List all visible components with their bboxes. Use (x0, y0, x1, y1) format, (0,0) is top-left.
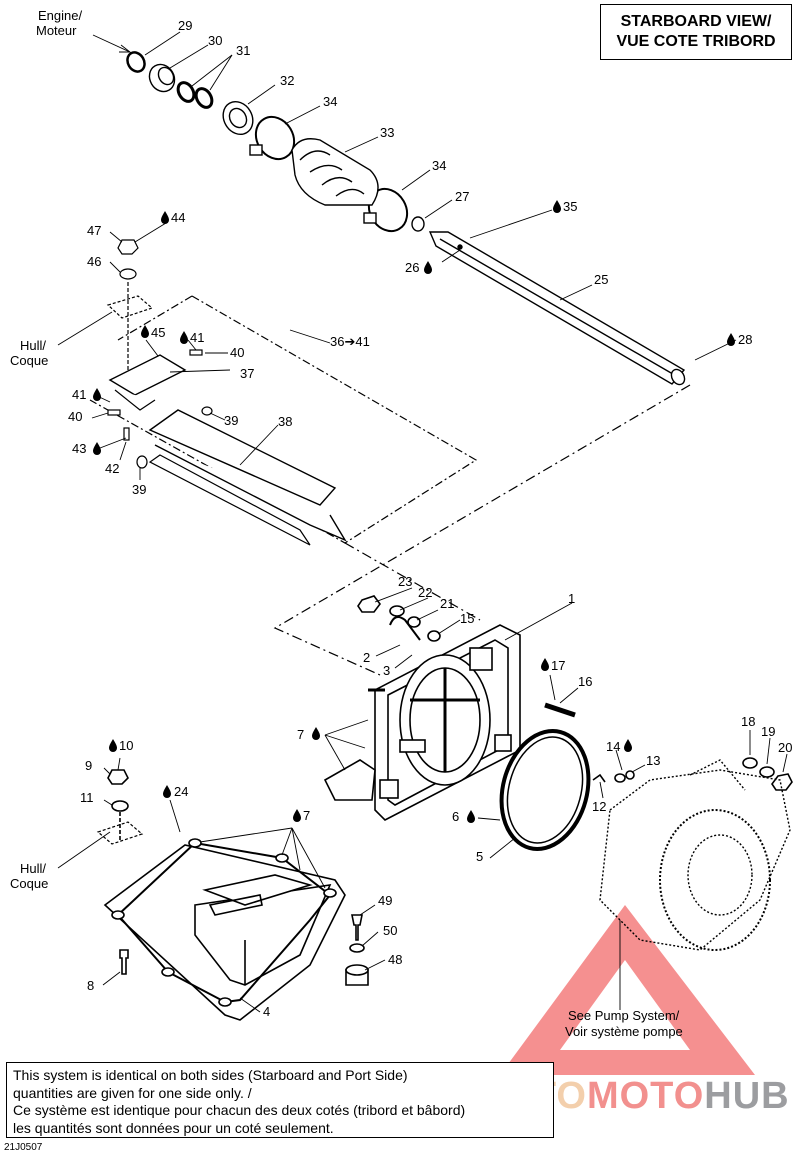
callout-leader-lines (57, 31, 788, 1013)
jet-pump-reference (599, 759, 791, 951)
callout-39-right: 39 (224, 413, 238, 428)
callout-24: 24 (174, 784, 188, 799)
hull-label-bottom-line1: Hull/ (20, 861, 46, 876)
callout-26: 26 (405, 260, 419, 275)
callout-8: 8 (87, 978, 94, 993)
view-title-box: STARBOARD VIEW/ VUE COTE TRIBORD (600, 4, 792, 60)
callout-40-right: 40 (230, 345, 244, 360)
callout-35: 35 (563, 199, 577, 214)
callout-2: 2 (363, 650, 370, 665)
callout-37: 37 (240, 366, 254, 381)
callout-13: 13 (646, 753, 660, 768)
callout-3: 3 (383, 663, 390, 678)
pump-support-housing (323, 595, 793, 851)
note-line4: les quantités sont données pour un coté … (13, 1119, 334, 1136)
callout-numbers: Engine/ Moteur 29 30 31 32 34 33 34 27 3… (10, 8, 792, 1039)
callout-6: 6 (452, 809, 459, 824)
callout-1: 1 (568, 591, 575, 606)
callout-9: 9 (85, 758, 92, 773)
callout-21: 21 (440, 596, 454, 611)
watermark-text: AUTOMOTOHUB (476, 1076, 790, 1116)
callout-4: 4 (263, 1004, 270, 1019)
view-title-line1: STARBOARD VIEW/ (620, 13, 772, 30)
callout-44: 44 (171, 210, 185, 225)
callout-38: 38 (278, 414, 292, 429)
note-line2: quantities are given for one side only. … (13, 1084, 252, 1101)
hull-bracket-group (89, 239, 478, 845)
callout-39-bottom: 39 (132, 482, 146, 497)
callout-43: 43 (72, 441, 86, 456)
assembly-path-lines (273, 384, 691, 676)
hull-label-top-line2: Coque (10, 353, 48, 368)
callout-25: 25 (594, 272, 608, 287)
drive-shaft-assembly (126, 51, 686, 386)
callout-34-top: 34 (323, 94, 337, 109)
callout-29: 29 (178, 18, 192, 33)
view-title-line2: VUE COTE TRIBORD (616, 33, 776, 50)
watermark-logo (500, 905, 755, 1075)
callout-27: 27 (455, 189, 469, 204)
callout-18: 18 (741, 714, 755, 729)
range-36-41: 36➔41 (330, 334, 370, 349)
callout-17: 17 (551, 658, 565, 673)
callout-33: 33 (380, 125, 394, 140)
callout-32: 32 (280, 73, 294, 88)
callout-19: 19 (761, 724, 775, 739)
callout-34-mid: 34 (432, 158, 446, 173)
callout-46: 46 (87, 254, 101, 269)
callout-11: 11 (80, 790, 94, 805)
callout-30: 30 (208, 33, 222, 48)
callout-22: 22 (418, 585, 432, 600)
callout-5: 5 (476, 849, 483, 864)
callout-23: 23 (398, 574, 412, 589)
note-line1: This system is identical on both sides (… (13, 1067, 408, 1083)
watermark-hub: HUB (704, 1075, 790, 1117)
hull-label-top-line1: Hull/ (20, 338, 46, 353)
drawing-code: 21J0507 (4, 1142, 43, 1153)
callout-7-housing: 7 (297, 727, 304, 742)
callout-41-left: 41 (72, 387, 86, 402)
callout-7-plate: 7 (303, 808, 310, 823)
callout-28: 28 (738, 332, 752, 347)
see-pump-line2: Voir système pompe (565, 1024, 683, 1039)
callout-16: 16 (578, 674, 592, 689)
callout-50: 50 (383, 923, 397, 938)
callout-31: 31 (236, 43, 250, 58)
engine-label-line2: Moteur (36, 23, 77, 38)
engine-label-line1: Engine/ (38, 8, 82, 23)
callout-10: 10 (119, 738, 133, 753)
watermark-moto: MOTO (586, 1075, 705, 1117)
callout-48: 48 (388, 952, 402, 967)
callout-42: 42 (105, 461, 119, 476)
callout-40-left: 40 (68, 409, 82, 424)
hull-label-bottom-line2: Coque (10, 876, 48, 891)
callout-15: 15 (460, 611, 474, 626)
callout-12: 12 (592, 799, 606, 814)
callout-14: 14 (606, 739, 620, 754)
note-line3: Ce système est identique pour chacun des… (13, 1102, 466, 1118)
callout-49: 49 (378, 893, 392, 908)
notes-box: This system is identical on both sides (… (6, 1062, 554, 1138)
callout-41-top: 41 (190, 330, 204, 345)
cover-plate (103, 769, 369, 1021)
callout-20: 20 (778, 740, 792, 755)
callout-45: 45 (151, 325, 165, 340)
see-pump-line1: See Pump System/ (568, 1008, 680, 1023)
callout-47: 47 (87, 223, 101, 238)
